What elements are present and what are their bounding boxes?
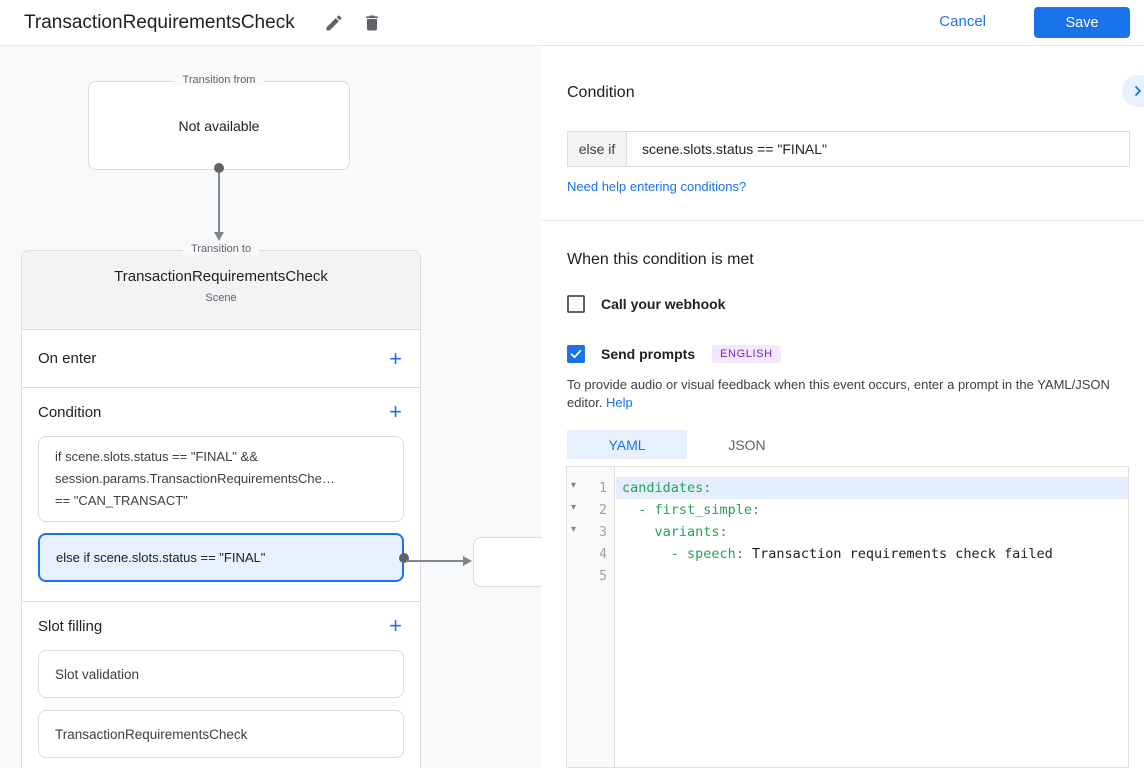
- on-enter-label: On enter: [38, 350, 97, 367]
- connector-dot: [214, 163, 224, 173]
- slot-filling-label: Slot filling: [38, 617, 103, 635]
- yaml-value: Transaction requirements check failed: [752, 546, 1053, 562]
- delete-scene-button[interactable]: [360, 11, 384, 35]
- condition-else-if-text: else if scene.slots.status == "FINAL": [56, 550, 266, 565]
- transition-from-legend: Transition from: [174, 74, 264, 86]
- edit-title-button[interactable]: [322, 11, 346, 35]
- top-bar: TransactionRequirementsCheck Cancel Save: [0, 0, 1144, 46]
- yaml-key: - speech:: [622, 546, 753, 562]
- on-enter-section[interactable]: On enter +: [22, 330, 420, 388]
- condition-section: Condition + if scene.slots.status == "FI…: [22, 388, 420, 602]
- page-title: TransactionRequirementsCheck: [24, 12, 295, 33]
- line-number: 1: [599, 480, 607, 496]
- code-line[interactable]: variants:: [616, 521, 1128, 543]
- gutter-row: ▾ 3: [567, 521, 614, 543]
- gutter-row: 5: [567, 565, 614, 587]
- line-number: 4: [599, 546, 607, 562]
- scene-diagram-canvas: Transition from Not available Transition…: [0, 46, 541, 768]
- when-condition-met-title: When this condition is met: [567, 251, 754, 268]
- add-on-enter-button[interactable]: +: [389, 345, 402, 371]
- call-webhook-label: Call your webhook: [601, 296, 726, 312]
- fold-arrow-icon[interactable]: ▾: [571, 480, 577, 491]
- send-prompts-row: Send prompts ENGLISH: [567, 345, 781, 363]
- save-button[interactable]: Save: [1034, 7, 1130, 38]
- prompt-description: To provide audio or visual feedback when…: [567, 376, 1137, 411]
- transition-from-node: Transition from Not available: [88, 74, 350, 170]
- condition-prefix-label: else if: [567, 131, 627, 167]
- yaml-code-editor[interactable]: ▾ 1 ▾ 2 ▾ 3 4 5: [566, 466, 1129, 768]
- send-prompts-checkbox[interactable]: [567, 345, 585, 363]
- help-link[interactable]: Help: [606, 394, 633, 410]
- condition-expression-row: else if: [567, 131, 1130, 167]
- slot-item-validation[interactable]: Slot validation: [38, 650, 404, 698]
- send-prompts-label: Send prompts: [601, 346, 696, 362]
- chevron-right-icon: [1135, 86, 1141, 96]
- gutter-row: ▾ 2: [567, 499, 614, 521]
- language-badge: ENGLISH: [712, 345, 781, 363]
- condition-if-line2: session.params.TransactionRequirementsCh…: [55, 471, 335, 486]
- cancel-button[interactable]: Cancel: [939, 13, 986, 30]
- fold-arrow-icon[interactable]: ▾: [571, 502, 577, 513]
- panel-divider: [541, 220, 1144, 221]
- transition-to-legend: Transition to: [182, 243, 260, 255]
- connector-line-horizontal: [406, 560, 463, 562]
- line-number: 5: [599, 568, 607, 584]
- gutter-row: 4: [567, 543, 614, 565]
- pencil-icon: [326, 15, 342, 31]
- condition-expression-input[interactable]: [627, 131, 1130, 167]
- editor-gutter: ▾ 1 ▾ 2 ▾ 3 4 5: [567, 467, 615, 767]
- transition-target-node[interactable]: [473, 537, 541, 587]
- add-condition-button[interactable]: +: [389, 399, 402, 424]
- slot-item-label: Slot validation: [55, 666, 140, 682]
- editor-code-area[interactable]: candidates: - first_simple: variants: - …: [616, 467, 1128, 767]
- scene-name: TransactionRequirementsCheck: [114, 268, 328, 285]
- yaml-key: candidates:: [622, 480, 712, 496]
- code-line[interactable]: - first_simple:: [616, 499, 1128, 521]
- code-line[interactable]: - speech: Transaction requirements check…: [616, 543, 1128, 565]
- arrow-right-icon: [463, 556, 472, 566]
- description-text: editor.: [567, 394, 603, 410]
- yaml-key: variants:: [622, 524, 728, 540]
- code-line[interactable]: [616, 565, 1128, 587]
- scene-card: Transition to TransactionRequirementsChe…: [21, 243, 421, 768]
- scene-type-label: Scene: [205, 292, 237, 304]
- yaml-key: - first_simple:: [622, 502, 761, 518]
- condition-if-line1: if scene.slots.status == "FINAL" &&: [55, 449, 258, 464]
- condition-item-else-if-selected[interactable]: else if scene.slots.status == "FINAL": [38, 533, 409, 582]
- scene-card-header[interactable]: TransactionRequirementsCheck Scene: [22, 251, 420, 330]
- add-slot-button[interactable]: +: [389, 613, 402, 638]
- gutter-row: ▾ 1: [567, 477, 614, 499]
- condition-section-label: Condition: [38, 403, 102, 421]
- line-number: 2: [599, 502, 607, 518]
- connector-line-vertical: [218, 173, 220, 232]
- slot-item-label: TransactionRequirementsCheck: [55, 726, 248, 742]
- code-line-active[interactable]: candidates:: [616, 477, 1128, 499]
- description-text: To provide audio or visual feedback when…: [567, 377, 1110, 392]
- tab-yaml[interactable]: YAML: [567, 430, 687, 459]
- collapse-panel-button[interactable]: [1122, 75, 1144, 107]
- fold-arrow-icon[interactable]: ▾: [571, 524, 577, 535]
- call-webhook-checkbox[interactable]: [567, 295, 585, 313]
- line-number: 3: [599, 524, 607, 540]
- slot-item-transaction-requirements[interactable]: TransactionRequirementsCheck: [38, 710, 404, 758]
- condition-detail-panel: Condition else if Need help entering con…: [541, 46, 1144, 768]
- slot-filling-section: Slot filling + Slot validation Transacti…: [22, 602, 420, 758]
- conditions-help-link[interactable]: Need help entering conditions?: [567, 179, 747, 194]
- transition-from-value: Not available: [178, 117, 260, 134]
- trash-icon: [366, 15, 378, 31]
- editor-format-tabs: YAML JSON: [567, 430, 807, 459]
- panel-title: Condition: [567, 84, 635, 101]
- tab-json[interactable]: JSON: [687, 430, 807, 459]
- checkmark-icon: [570, 349, 582, 359]
- condition-if-line3: == "CAN_TRANSACT": [55, 493, 188, 508]
- condition-item-if[interactable]: if scene.slots.status == "FINAL" && sess…: [38, 436, 404, 522]
- arrow-down-icon: [214, 232, 224, 241]
- connector-dot: [399, 552, 409, 563]
- call-webhook-row: Call your webhook: [567, 295, 725, 313]
